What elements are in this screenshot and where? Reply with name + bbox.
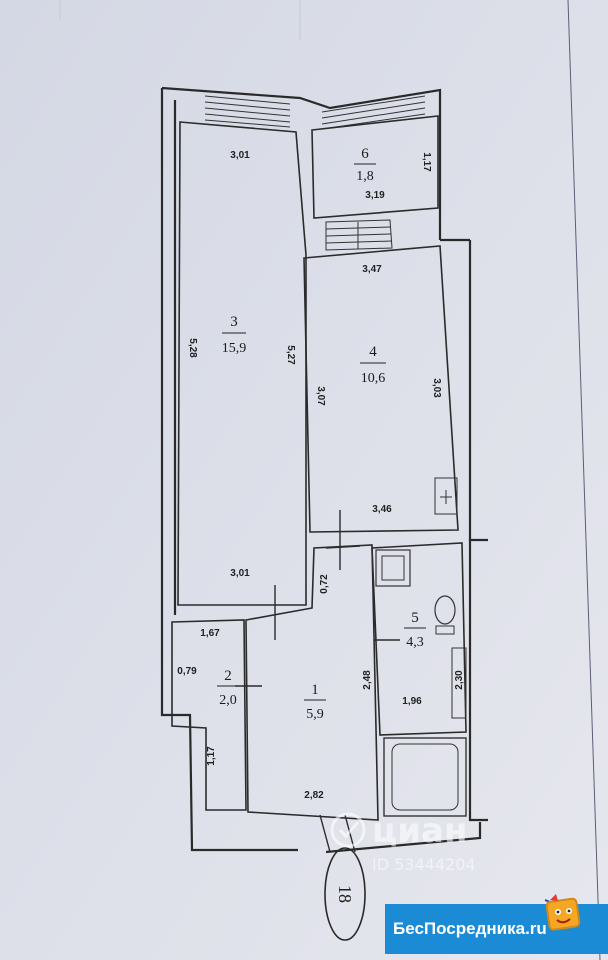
dim-r4-top: 3,47: [362, 264, 382, 275]
dim-r5-right: 2,30: [454, 670, 465, 690]
svg-text:6: 6: [361, 146, 369, 162]
outer-walls: [160, 86, 488, 854]
room-4-label: 4 10,6: [360, 344, 386, 386]
svg-text:3: 3: [230, 314, 238, 330]
room-5-label: 5 4,3: [404, 610, 426, 650]
room-1-outline: [245, 544, 379, 821]
dim-r2-top: 1,67: [200, 628, 220, 639]
dim-r3-left: 5,28: [187, 338, 198, 358]
dim-r2-left: 1,17: [206, 746, 217, 766]
paper-fold: [59, 0, 301, 40]
svg-text:4,3: 4,3: [406, 635, 424, 650]
bathtub: [383, 737, 467, 817]
toilet-fixture: [434, 595, 456, 625]
svg-text:5: 5: [411, 610, 419, 626]
sink-fixture: [451, 647, 467, 719]
watermark-id: ID 53444204: [372, 855, 476, 874]
dim-r4-right: 3,03: [431, 378, 442, 398]
svg-text:4: 4: [369, 344, 377, 360]
room-5-outline: [371, 542, 467, 736]
room-3-outline: [177, 121, 307, 606]
dim-r3-right: 5,27: [285, 345, 296, 365]
svg-text:2,0: 2,0: [219, 693, 237, 708]
cian-watermark: циан ID 53444204: [330, 811, 476, 874]
dim-r3-bottom: 3,01: [230, 568, 250, 579]
room-6-label: 6 1,8: [354, 146, 376, 184]
stamp-number: 18: [335, 885, 355, 903]
window-hatch-left: [204, 95, 291, 128]
dim-r6-right: 1,17: [421, 152, 432, 172]
dim-r1-bottom: 2,82: [304, 790, 324, 801]
room-1-label: 1 5,9: [304, 682, 326, 722]
sheet-border-line: [567, 0, 601, 960]
stairs: [325, 219, 393, 251]
dim-r1-right: 2,48: [362, 670, 373, 690]
mascot-icon: [545, 894, 581, 931]
dim-r5-width: 1,96: [402, 696, 422, 707]
room-2-label: 2 2,0: [217, 668, 239, 708]
room-6-outline: [311, 115, 439, 219]
dim-r4-bottom: 3,46: [372, 504, 392, 515]
dim-r4-left: 3,07: [315, 386, 326, 406]
stamp-circle: 18: [324, 847, 366, 941]
shaft-box: [375, 549, 411, 587]
room-2-outline: [171, 619, 247, 811]
room-4-outline: [303, 245, 459, 533]
svg-text:2: 2: [224, 668, 232, 684]
room-3-label: 3 15,9: [222, 314, 247, 356]
dim-r3-top: 3,01: [230, 150, 250, 161]
svg-text:1,8: 1,8: [356, 169, 374, 184]
svg-text:5,9: 5,9: [306, 707, 324, 722]
watermark-brand: циан: [372, 811, 467, 851]
bezposrednika-banner[interactable]: БесПосредника.ru: [385, 894, 608, 954]
dim-corridor: 0,72: [319, 574, 330, 594]
dim-r6-width: 3,19: [365, 190, 385, 201]
svg-text:1: 1: [311, 682, 319, 698]
svg-text:15,9: 15,9: [222, 341, 247, 356]
banner-text: БесПосредника.ru: [393, 919, 547, 938]
dim-r2-inner: 0,79: [177, 666, 197, 677]
radiator: [434, 477, 458, 515]
dimension-labels: 3,01 5,28 5,27 3,01 1,17 3,19 3,47 3,07 …: [177, 150, 465, 801]
svg-text:10,6: 10,6: [361, 371, 386, 386]
